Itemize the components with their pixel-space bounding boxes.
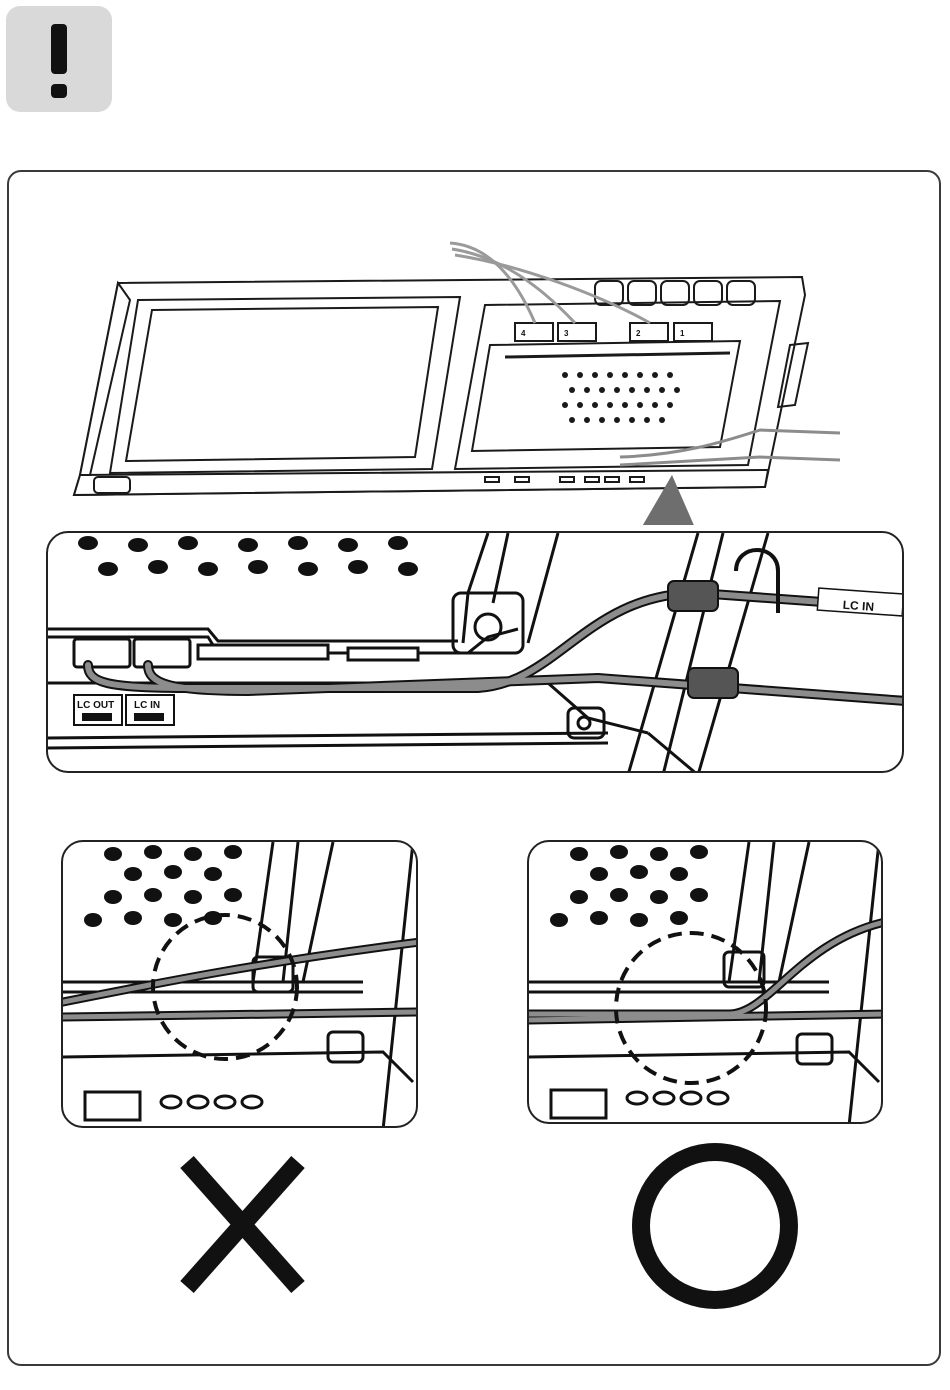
circle-check-icon xyxy=(628,1140,802,1312)
wrong-routing-panel xyxy=(61,840,418,1128)
cable-label-lc-in: LC IN xyxy=(842,598,874,614)
connector-label: 3 xyxy=(564,329,569,338)
exclamation-icon xyxy=(6,6,112,112)
connector-label: 1 xyxy=(680,329,685,338)
port-label-lc-in: LC IN xyxy=(134,700,160,711)
device-overview: 4 3 2 1 xyxy=(60,225,850,525)
port-label-lc-out: LC OUT xyxy=(77,700,114,711)
correct-routing-panel xyxy=(527,840,883,1124)
zoom-detail-panel: LC OUT LC IN LC IN xyxy=(46,531,904,773)
connector-label: 4 xyxy=(521,329,526,338)
cross-icon xyxy=(175,1152,310,1297)
connector-label: 2 xyxy=(636,329,641,338)
warning-badge xyxy=(6,6,112,112)
